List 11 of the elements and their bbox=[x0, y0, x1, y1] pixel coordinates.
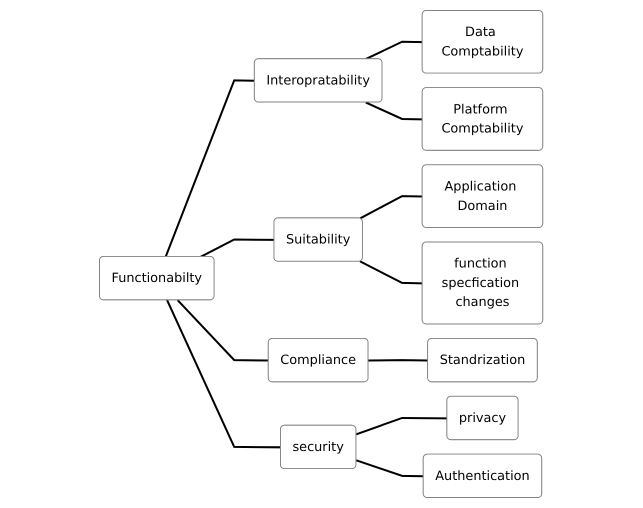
connector bbox=[366, 40, 423, 60]
connector bbox=[368, 359, 428, 362]
connector bbox=[356, 459, 424, 478]
connector bbox=[177, 300, 270, 362]
connector bbox=[200, 238, 275, 258]
connector bbox=[360, 195, 423, 220]
connector bbox=[166, 300, 282, 448]
connector bbox=[356, 416, 448, 436]
connector bbox=[366, 102, 423, 120]
connector bbox=[165, 79, 256, 258]
connector bbox=[360, 260, 423, 284]
